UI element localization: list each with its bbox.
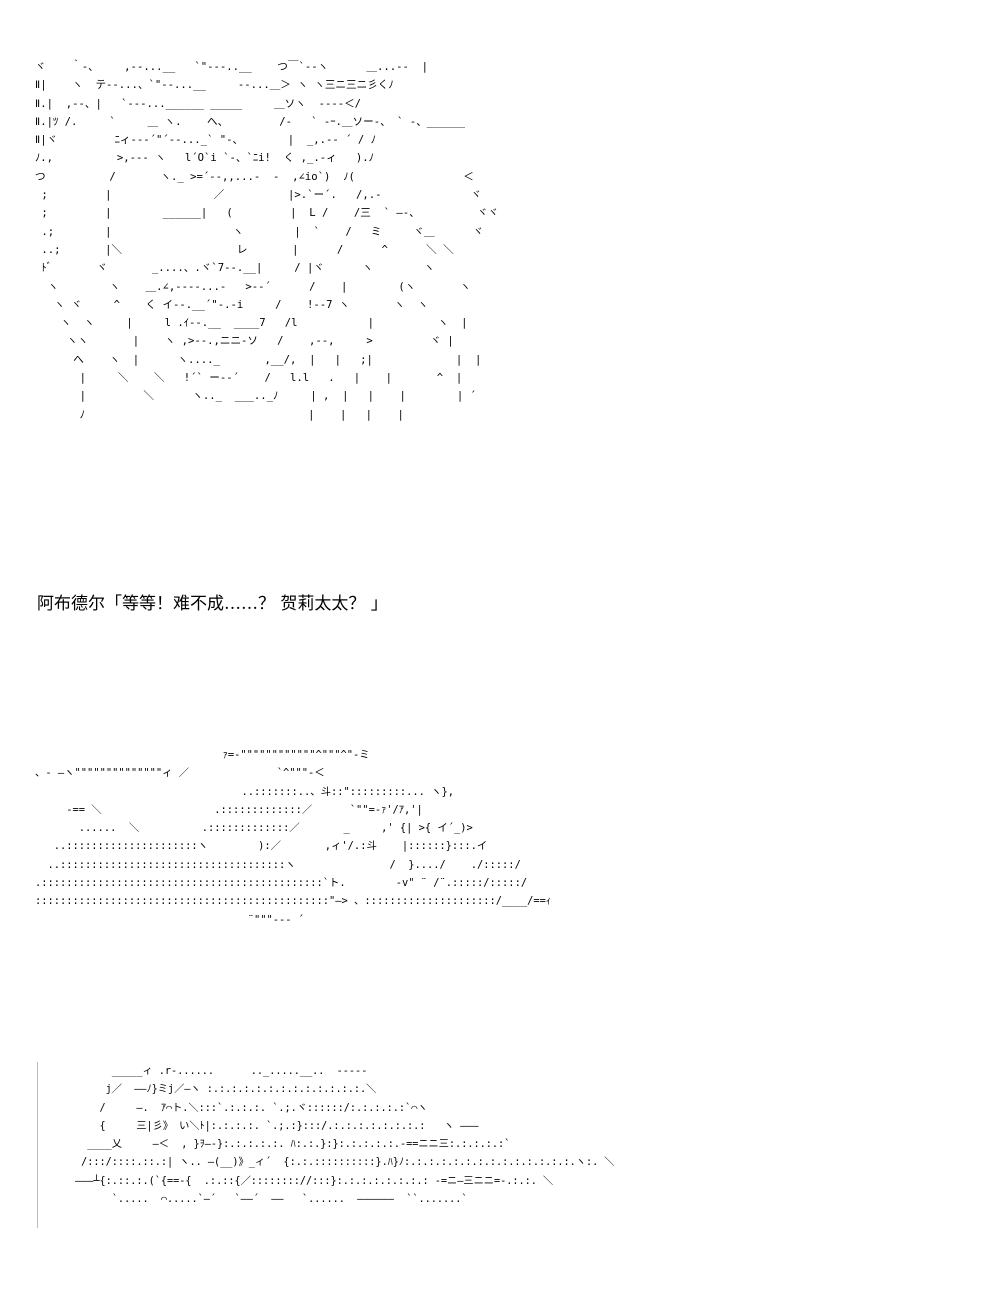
ascii-art-avdol-face: ヾ ｀-、 ,--...__ `"---..__ つ￣`--ヽ ＿...-- |…: [35, 61, 499, 421]
ascii-art-cloud-figure: ｧ=-""""""""""""^"""^"-ミ 、- ―ヽ"""""""""""…: [35, 749, 552, 926]
dialogue-line: 阿布德尔「等等！难不成……？ 贺莉太太？ 」: [37, 594, 388, 614]
ascii-art-lying-figure: _____ィ .r-...... .._.....__.. ----- j／ ―…: [75, 1066, 615, 1206]
left-margin-rule: [37, 1062, 38, 1228]
